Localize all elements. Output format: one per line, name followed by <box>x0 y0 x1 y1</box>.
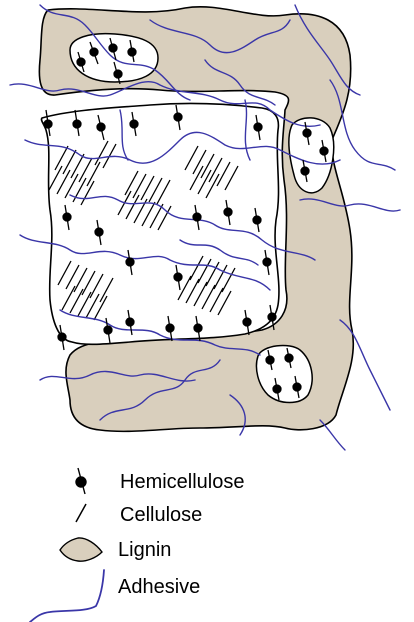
cellulose-region <box>41 104 279 345</box>
legend-hemicellulose-icon <box>76 468 86 494</box>
legend-adhesive-label: Adhesive <box>118 576 200 598</box>
legend: Hemicellulose Cellulose Lignin Adhesive <box>30 468 245 622</box>
legend-lignin-icon <box>60 538 102 561</box>
legend-cellulose-icon <box>76 504 86 522</box>
legend-lignin-label: Lignin <box>118 539 171 561</box>
legend-cellulose-label: Cellulose <box>120 504 202 526</box>
legend-hemicellulose-label: Hemicellulose <box>120 471 245 493</box>
legend-adhesive-icon <box>30 570 104 622</box>
